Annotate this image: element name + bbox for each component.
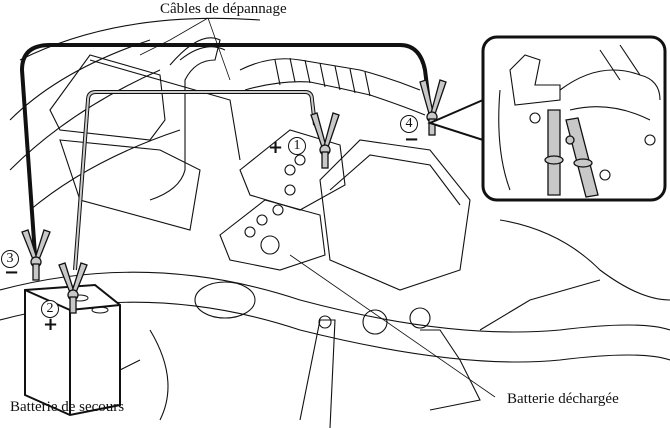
step-1-marker: 1 bbox=[288, 137, 306, 155]
discharged-battery-label: Batterie déchargée bbox=[507, 391, 619, 407]
booster-battery-label: Batterie de secours bbox=[10, 399, 125, 415]
clamps bbox=[21, 79, 447, 314]
step-2-sign: + bbox=[43, 314, 59, 335]
step-2-marker: 2 bbox=[41, 300, 59, 318]
clamp-3 bbox=[21, 229, 51, 281]
negative-cable bbox=[19, 43, 432, 256]
engine-bay-lines bbox=[0, 17, 670, 428]
step-4-sign: − bbox=[404, 129, 420, 150]
step-3-marker: 3 bbox=[1, 250, 19, 268]
clamp-1 bbox=[310, 112, 340, 169]
step-4-marker: 4 bbox=[400, 115, 418, 133]
cables-label: Câbles de dépannage bbox=[160, 1, 287, 17]
clamp-4 bbox=[419, 79, 447, 136]
detail-inset bbox=[427, 35, 667, 202]
step-1-sign: + bbox=[268, 137, 284, 158]
step-3-sign: − bbox=[4, 262, 20, 283]
leader-lines bbox=[139, 17, 496, 398]
clamp-2 bbox=[58, 262, 88, 314]
